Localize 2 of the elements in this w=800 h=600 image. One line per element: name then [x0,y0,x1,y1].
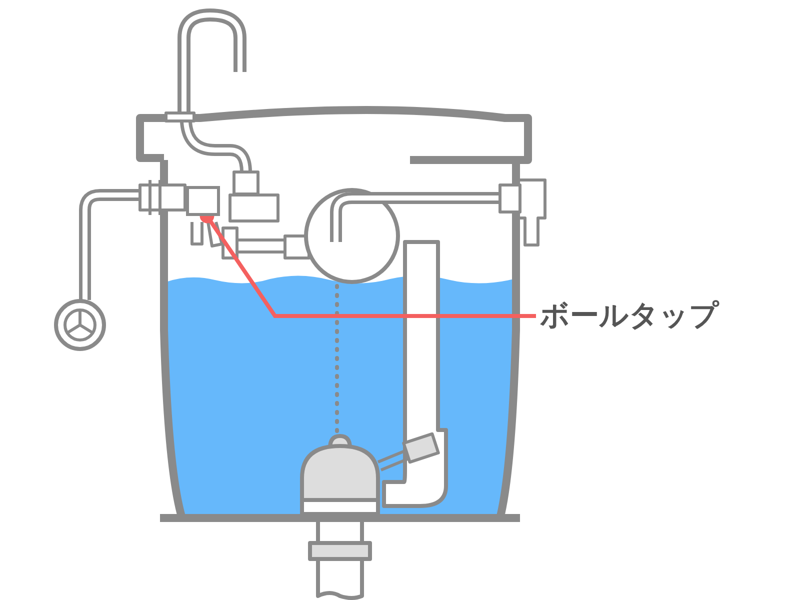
part-label: ボールタップ [540,298,719,332]
valve-body [186,186,220,216]
